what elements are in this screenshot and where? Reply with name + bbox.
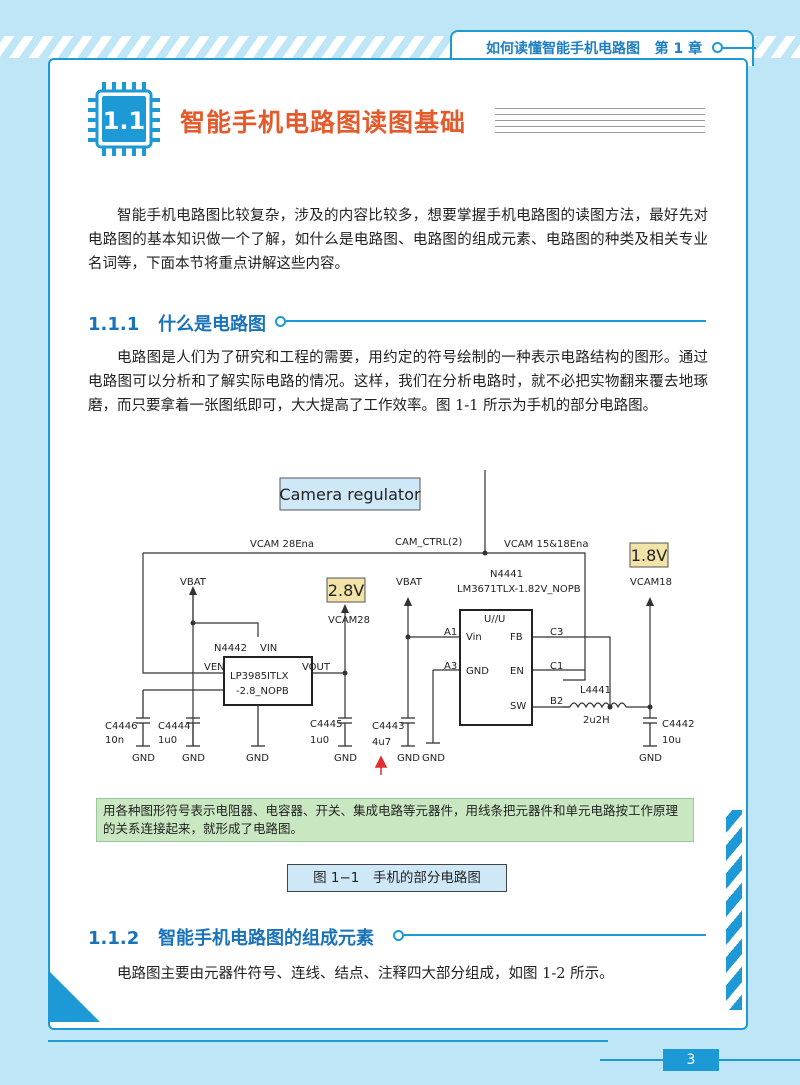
svg-text:C4443: C4443 — [372, 721, 404, 732]
title-rule — [495, 126, 705, 127]
svg-text:10n: 10n — [105, 735, 124, 746]
intro-paragraph: 智能手机电路图比较复杂，涉及的内容比较多，想要掌握手机电路图的读图方法，最好先对… — [88, 208, 708, 272]
svg-text:GND: GND — [132, 753, 155, 764]
svg-text:VEN: VEN — [204, 662, 225, 673]
svg-text:VCAM 15&18Ena: VCAM 15&18Ena — [504, 539, 589, 550]
svg-text:B2: B2 — [550, 696, 563, 707]
body-paragraph: 电路图主要由元器件符号、连线、结点、注释四大部分组成，如图 1-2 所示。 — [117, 966, 614, 982]
title-rule — [495, 108, 705, 109]
svg-text:1.8V: 1.8V — [631, 546, 667, 565]
svg-text:C4446: C4446 — [105, 721, 137, 732]
svg-text:GND: GND — [397, 753, 420, 764]
svg-text:N4442: N4442 — [214, 643, 247, 654]
diagram-note: 用各种图形符号表示电阻器、电容器、开关、集成电路等元器件，用线条把元器件和单元电… — [96, 798, 694, 842]
svg-text:FB: FB — [510, 632, 523, 643]
svg-text:A1: A1 — [444, 627, 457, 638]
svg-text:CAM_CTRL(2): CAM_CTRL(2) — [395, 537, 462, 548]
title-rule — [495, 132, 705, 133]
svg-text:VBAT: VBAT — [396, 577, 423, 588]
svg-text:GND: GND — [639, 753, 662, 764]
body-paragraph: 电路图是人们为了研究和工程的需要，用约定的符号绘制的一种表示电路结构的图形。通过… — [88, 350, 708, 414]
page-number: 3 — [663, 1049, 719, 1071]
heading-dot — [393, 930, 404, 941]
svg-text:Camera regulator: Camera regulator — [279, 485, 421, 504]
svg-text:VIN: VIN — [260, 643, 277, 654]
svg-text:C4445: C4445 — [310, 719, 342, 730]
svg-text:VCAM18: VCAM18 — [630, 577, 672, 588]
svg-text:C1: C1 — [550, 661, 563, 672]
section-title: 智能手机电路图读图基础 — [180, 108, 467, 137]
svg-text:-2.8_NOPB: -2.8_NOPB — [236, 686, 289, 697]
svg-text:1u0: 1u0 — [310, 735, 329, 746]
subsection-heading-1: 1.1.1 什么是电路图 — [88, 314, 267, 335]
heading-line — [404, 934, 706, 936]
svg-text:EN: EN — [510, 666, 524, 677]
svg-text:VCAM 28Ena: VCAM 28Ena — [250, 539, 314, 550]
svg-text:2u2H: 2u2H — [583, 715, 610, 726]
footer-line — [48, 1040, 608, 1042]
svg-text:10u: 10u — [662, 735, 681, 746]
figure-caption: 图 1−1 手机的部分电路图 — [287, 864, 507, 892]
svg-text:4u7: 4u7 — [372, 737, 391, 748]
subsection-heading-2: 1.1.2 智能手机电路图的组成元素 — [88, 928, 375, 949]
svg-text:VCAM28: VCAM28 — [328, 615, 370, 626]
svg-text:VBAT: VBAT — [180, 577, 207, 588]
svg-text:GND: GND — [182, 753, 205, 764]
heading-dot — [275, 316, 286, 327]
svg-text:Vin: Vin — [466, 632, 482, 643]
title-rule — [495, 120, 705, 121]
svg-text:1u0: 1u0 — [158, 735, 177, 746]
svg-text:C4444: C4444 — [158, 721, 190, 732]
svg-text:LP3985ITLX: LP3985ITLX — [230, 671, 289, 682]
svg-text:2.8V: 2.8V — [328, 581, 364, 600]
svg-text:GND: GND — [334, 753, 357, 764]
heading-line — [286, 320, 706, 322]
svg-text:A3: A3 — [444, 661, 457, 672]
svg-text:C3: C3 — [550, 627, 563, 638]
circuit-diagram: Camera regulator 2.8V 1.8V VCAM 28Ena CA… — [105, 470, 694, 775]
svg-text:GND: GND — [466, 666, 489, 677]
svg-text:C4442: C4442 — [662, 719, 694, 730]
svg-text:N4441: N4441 — [490, 569, 523, 580]
running-header: 如何读懂智能手机电路图 第 1 章 — [486, 41, 703, 57]
svg-text:SW: SW — [510, 701, 526, 712]
title-rule — [495, 114, 705, 115]
svg-text:VOUT: VOUT — [302, 662, 331, 673]
svg-text:LM3671TLX-1.82V_NOPB: LM3671TLX-1.82V_NOPB — [457, 584, 581, 595]
svg-text:1.1: 1.1 — [103, 107, 146, 135]
header-line — [722, 47, 756, 49]
svg-text:GND: GND — [246, 753, 269, 764]
chip-icon: 1.1 — [88, 82, 160, 156]
svg-text:U//U: U//U — [484, 614, 505, 625]
side-stripes — [726, 810, 742, 1010]
corner-decoration — [48, 970, 100, 1022]
svg-text:GND: GND — [422, 753, 445, 764]
svg-text:L4441: L4441 — [580, 685, 611, 696]
